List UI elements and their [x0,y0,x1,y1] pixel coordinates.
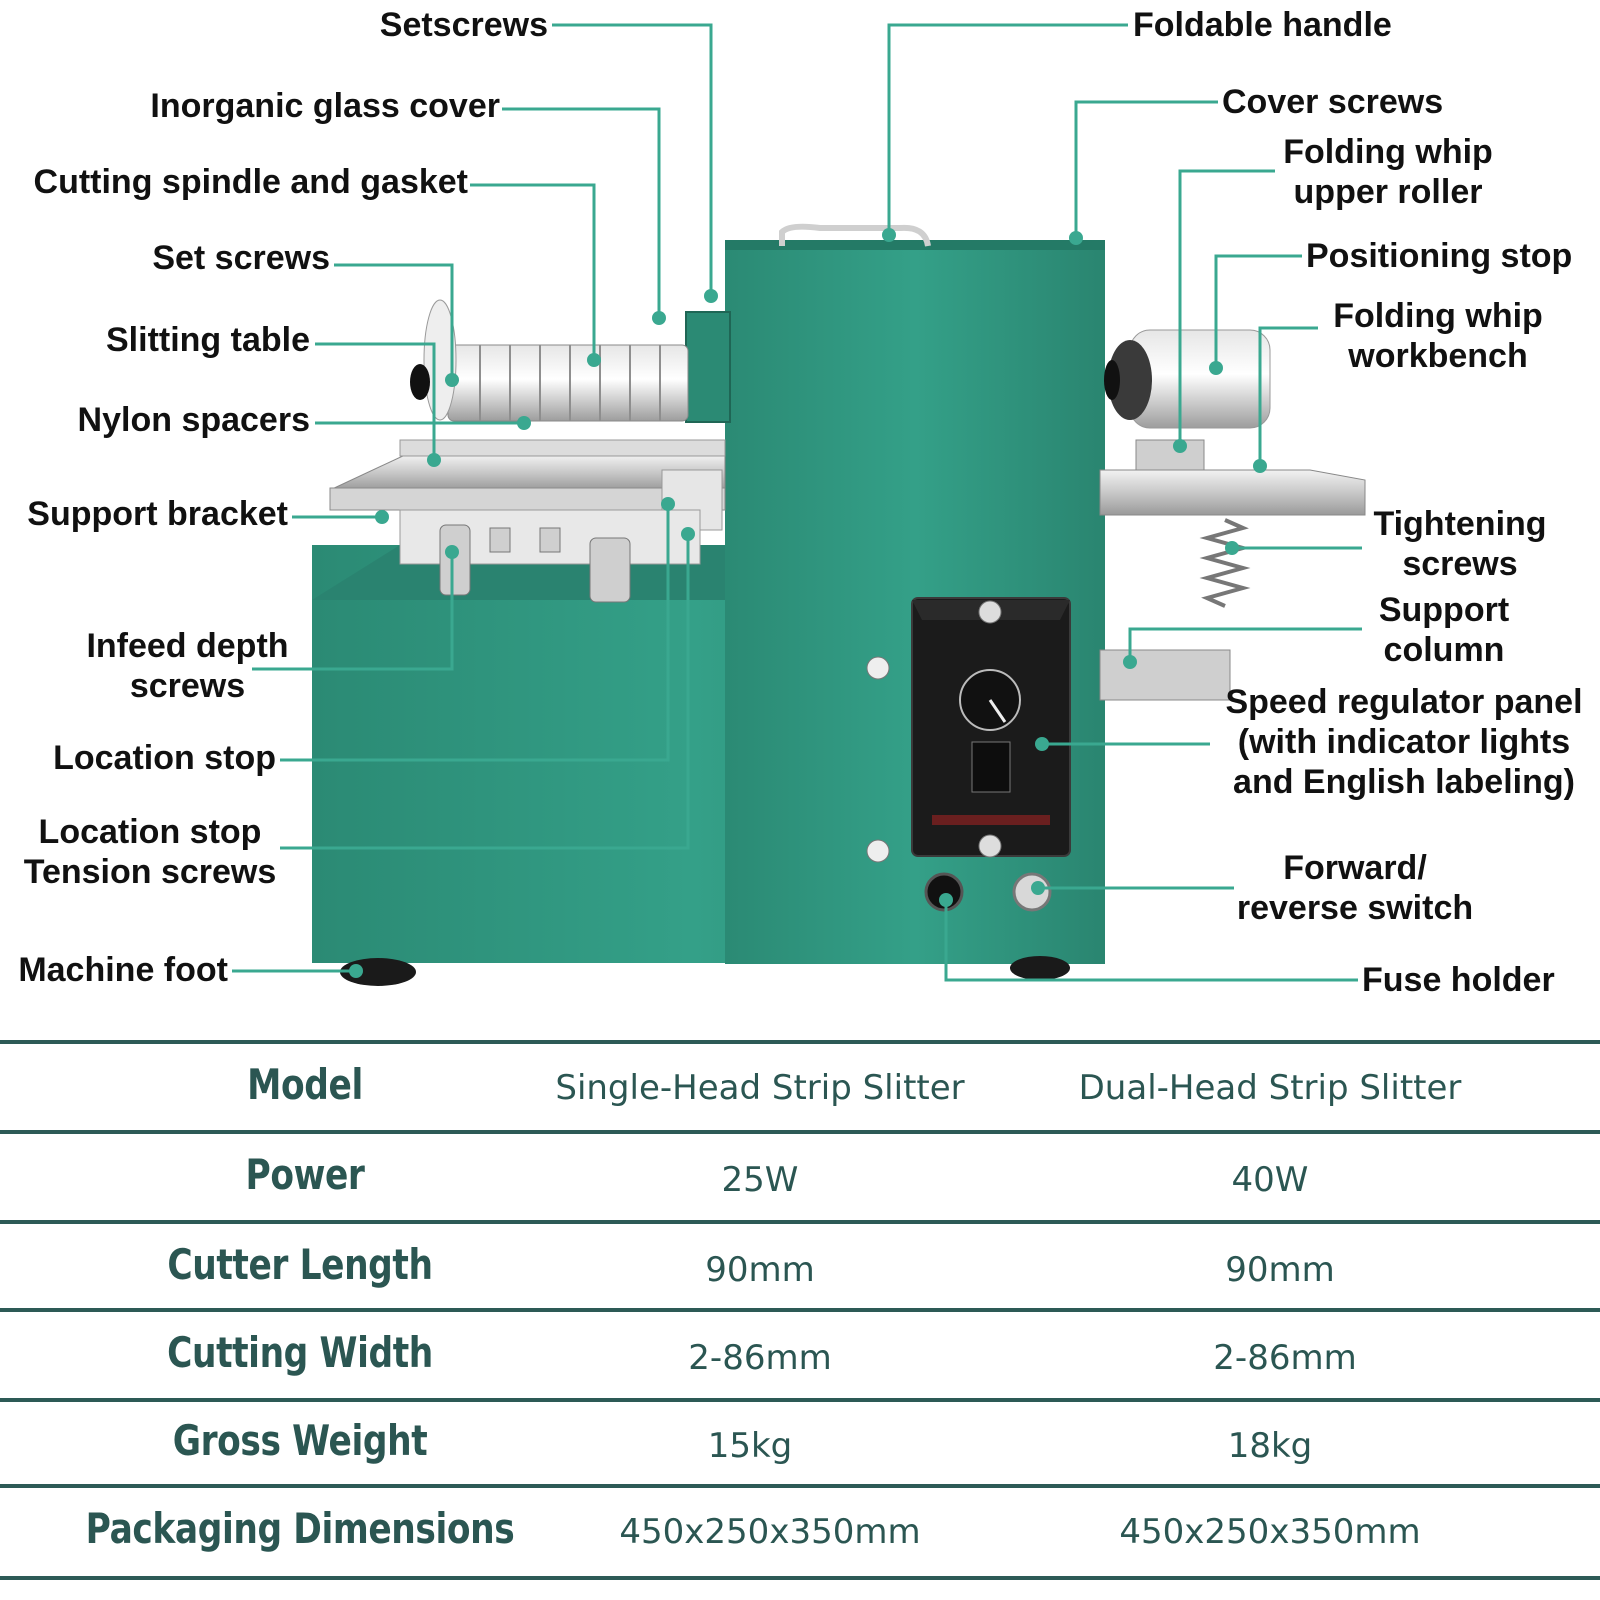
table-rule [0,1220,1600,1224]
support-column-arm [1099,649,1231,701]
spring [1199,518,1251,608]
table-rule [0,1130,1600,1134]
glass-cover [423,299,457,421]
cell-single: 25W [721,1160,799,1200]
spec-table: Model Single-Head Strip Slitter Dual-Hea… [0,1040,1600,1580]
machine-diagram: Setscrews Inorganic glass cover Cutting … [18,6,1583,999]
table-row: Power 25W 40W [0,1134,1600,1220]
table-rule [0,1576,1600,1580]
spindle-hub [685,311,731,423]
label-location-stop: Location stop [53,739,276,777]
cell-dual: 18kg [1227,1426,1313,1466]
direction-switch-icon [1012,872,1052,912]
label-foldable-handle: Foldable handle [1133,6,1392,44]
label-nylon-spacers: Nylon spacers [77,401,310,439]
foot-right [1010,956,1070,980]
label-tightening-screws: Tightening screws [1373,505,1547,583]
cell-dual: 90mm [1225,1250,1335,1290]
table-rule [0,1398,1600,1402]
row-label: Cutter Length [167,1240,433,1289]
cell-dual: 450x250x350mm [1119,1512,1421,1552]
cell-single: 90mm [705,1250,815,1290]
cell-dual: 2-86mm [1213,1338,1357,1378]
machine-illustration [232,23,1366,986]
leader-dots [349,228,1267,978]
label-support-column: Support column [1378,591,1510,669]
cutter-rolls [447,344,689,422]
table-rule [0,1484,1600,1488]
label-inorganic-glass-cover: Inorganic glass cover [150,87,500,125]
cell-single: Single-Head Strip Slitter [555,1068,965,1108]
table-row: Cutting Width 2-86mm 2-86mm [0,1312,1600,1398]
cell-dual: 40W [1231,1160,1309,1200]
cell-single: 15kg [707,1426,793,1466]
whip-workbench [1099,469,1366,516]
fuse-holder-icon [924,872,964,912]
row-label: Gross Weight [172,1416,428,1465]
table-rule [0,1308,1600,1312]
label-slitting-table: Slitting table [106,321,310,359]
label-support-bracket: Support bracket [27,495,288,533]
label-positioning-stop: Positioning stop [1306,237,1573,275]
table-rule [0,1040,1600,1044]
label-cover-screws: Cover screws [1222,83,1444,121]
label-location-stop-tension: Location stop Tension screws [23,813,277,891]
label-cutting-spindle-gasket: Cutting spindle and gasket [33,163,468,201]
handle [779,223,931,247]
row-label: Cutting Width [167,1328,433,1377]
label-infeed-depth-screws: Infeed depth screws [86,627,289,705]
label-setscrews: Setscrews [379,6,548,44]
table-row: Cutter Length 90mm 90mm [0,1224,1600,1310]
label-folding-whip-workbench: Folding whip workbench [1333,297,1543,375]
cell-single: 450x250x350mm [619,1512,921,1552]
label-fuse-holder: Fuse holder [1362,961,1555,999]
leader-lines [232,23,1362,982]
screw-left-upper-icon [866,656,890,680]
cell-single: 2-86mm [688,1338,832,1378]
table-row: Gross Weight 15kg 18kg [0,1402,1600,1488]
label-folding-whip-upper-roller: Folding whip upper roller [1283,133,1493,211]
label-set-screws: Set screws [152,239,330,277]
screw-left-lower-icon [866,839,890,863]
table-row: Packaging Dimensions 450x250x350mm 450x2… [0,1488,1600,1574]
row-label: Power [245,1150,365,1199]
rocker-switch-icon [971,741,1011,793]
label-speed-regulator-panel: Speed regulator panel (with indicator li… [1225,683,1583,801]
table-row: Model Single-Head Strip Slitter Dual-Hea… [0,1044,1600,1130]
row-label: Packaging Dimensions [85,1504,515,1553]
label-machine-foot: Machine foot [18,951,228,989]
row-label: Model [247,1060,363,1109]
label-forward-reverse-switch: Forward/ reverse switch [1236,849,1474,927]
cell-dual: Dual-Head Strip Slitter [1078,1068,1462,1108]
